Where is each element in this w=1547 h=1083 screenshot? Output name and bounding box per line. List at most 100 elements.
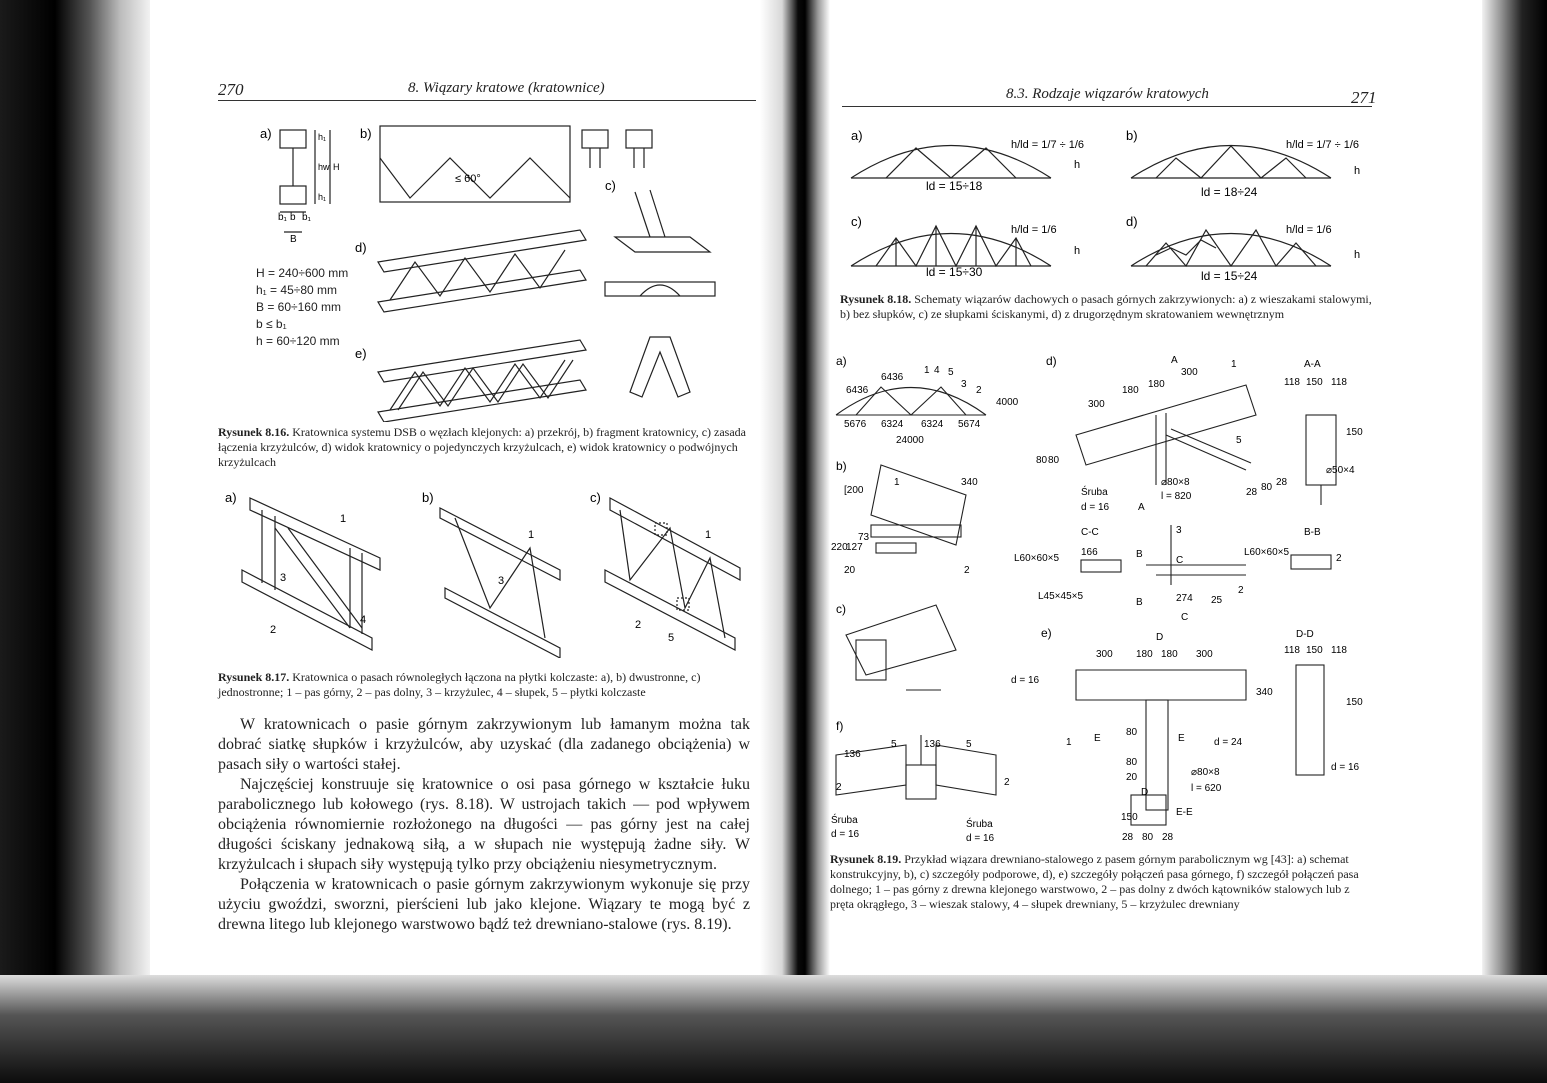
dim-hw: hw	[318, 162, 330, 172]
figure-8-18: a) b) c) d) h/ld = 1/7 ÷ 1/6 h/ld = 1/7 …	[850, 128, 1360, 283]
dim: 80	[1261, 482, 1273, 493]
dim-h1-top: h₁	[318, 132, 326, 142]
dim: 340	[1256, 687, 1273, 698]
part-label: 3	[961, 379, 967, 390]
dim-b1-left: b₁	[278, 212, 288, 223]
section-mark: E	[1094, 733, 1101, 744]
caption-8-18-text: Schematy wiązarów dachowych o pasach gór…	[840, 292, 1372, 321]
dim: 127	[846, 542, 863, 553]
dim-b1-right: b₁	[302, 212, 312, 223]
h-label: h	[1354, 165, 1360, 177]
dim-H: H	[333, 162, 340, 172]
dim-h1-bottom: h₁	[318, 192, 326, 202]
label: L60×60×5	[1014, 553, 1059, 564]
panel-label-c: c)	[836, 602, 846, 616]
dim: 180	[1148, 379, 1165, 390]
figure-8-17: a) b) c) 1 2 3 4 1 3 1 2 5	[225, 490, 741, 658]
section-label-DD: D-D	[1296, 629, 1314, 640]
caption-8-17-text: Kratownica o pasach równoległych łączona…	[218, 670, 701, 699]
panel-label-d: d)	[355, 240, 367, 255]
dim: 340	[961, 477, 978, 488]
caption-8-16-text: Kratownica systemu DSB o węzłach klejony…	[218, 425, 746, 469]
dim: 166	[1081, 547, 1098, 558]
page-number: 270	[218, 80, 244, 99]
dim-B-range: B = 60÷160 mm	[256, 300, 341, 314]
panel-label-e: e)	[1041, 626, 1052, 640]
panel-label-f: f)	[836, 719, 843, 733]
dim-H-range: H = 240÷600 mm	[256, 266, 349, 280]
panel-label-a: a)	[836, 354, 847, 368]
span-a: ld = 15÷18	[926, 179, 983, 193]
caption-8-18: Rysunek 8.18. Schematy wiązarów dachowyc…	[840, 292, 1380, 322]
label: d = 16	[966, 833, 995, 844]
dim: 28	[1162, 832, 1174, 843]
part-label: 5	[668, 632, 674, 644]
label: d = 16	[1011, 675, 1040, 686]
section-label-CC: C-C	[1081, 527, 1099, 538]
caption-8-19-label: Rysunek 8.19.	[830, 852, 902, 866]
panel-label-b: b)	[422, 490, 434, 505]
label: ⌀80×8	[1191, 767, 1220, 778]
span-d: ld = 15÷24	[1201, 269, 1258, 283]
book-gutter	[760, 0, 830, 1083]
panel-label-a: a)	[225, 490, 237, 505]
panel-label-b: b)	[836, 459, 847, 473]
caption-8-17-label: Rysunek 8.17.	[218, 670, 290, 684]
bottom-shadow	[0, 975, 1547, 1083]
dim: 6324	[921, 419, 944, 430]
dim-b: b	[290, 212, 296, 223]
section-mark: B	[1136, 549, 1143, 560]
dim: 118	[1331, 377, 1347, 388]
dim: 180	[1122, 385, 1139, 396]
dim: 150	[1346, 697, 1363, 708]
panel-label-c: c)	[605, 178, 616, 193]
part-label: 5	[891, 739, 897, 750]
part-label: 1	[528, 529, 534, 541]
part-label: 1	[1231, 359, 1237, 370]
dim: 80	[1048, 455, 1060, 466]
h-label: h	[1074, 159, 1080, 171]
dim-h1-range: h₁ = 45÷80 mm	[256, 283, 338, 297]
dim: 28	[1122, 832, 1134, 843]
dim: 150	[1306, 377, 1323, 388]
part-label: 1	[705, 529, 711, 541]
dim: 73	[858, 532, 870, 543]
section-label-EE: E-E	[1176, 807, 1193, 818]
page-number: 271	[1351, 88, 1377, 107]
figure-8-16: a) b) c) d) e) ≤ 60° b₁ b b₁ B h₁ hw h₁ …	[260, 125, 716, 422]
dim: 150	[1121, 812, 1138, 823]
caption-8-18-label: Rysunek 8.18.	[840, 292, 912, 306]
dim: 118	[1331, 645, 1347, 656]
label: ⌀50×4	[1326, 465, 1355, 476]
dim: 6436	[881, 372, 904, 383]
part-label: 5	[966, 739, 972, 750]
panel-label-c: c)	[851, 214, 862, 229]
dim: 220	[831, 542, 848, 553]
dim: 300	[1088, 399, 1105, 410]
header-rule	[218, 100, 756, 101]
dim: 180	[1136, 649, 1153, 660]
dim: 150	[1346, 427, 1363, 438]
dim: 5674	[958, 419, 981, 430]
label: Śruba	[1081, 485, 1108, 498]
dim: 118	[1284, 645, 1300, 656]
label: L45×45×5	[1038, 591, 1083, 602]
dim: 6436	[846, 385, 869, 396]
dim: 80	[1126, 757, 1138, 768]
label: Śruba	[831, 813, 858, 826]
panel-label-b: b)	[360, 126, 372, 141]
dim: 80	[1036, 455, 1048, 466]
span-b: ld = 18÷24	[1201, 185, 1258, 199]
part-label: 5	[948, 367, 954, 378]
section-mark: D	[1156, 632, 1163, 643]
dim: 20	[844, 565, 856, 576]
section-mark: B	[1136, 597, 1143, 608]
left-page: 270 8. Wiązary kratowe (kratownice)	[150, 0, 762, 970]
label: Śruba	[966, 817, 993, 830]
dim: 24000	[896, 435, 924, 446]
dim: 150	[1306, 645, 1323, 656]
part-label: 4	[934, 365, 940, 376]
section-mark: C	[1181, 612, 1188, 623]
label: l = 820	[1161, 491, 1192, 502]
dim: 180	[1161, 649, 1178, 660]
